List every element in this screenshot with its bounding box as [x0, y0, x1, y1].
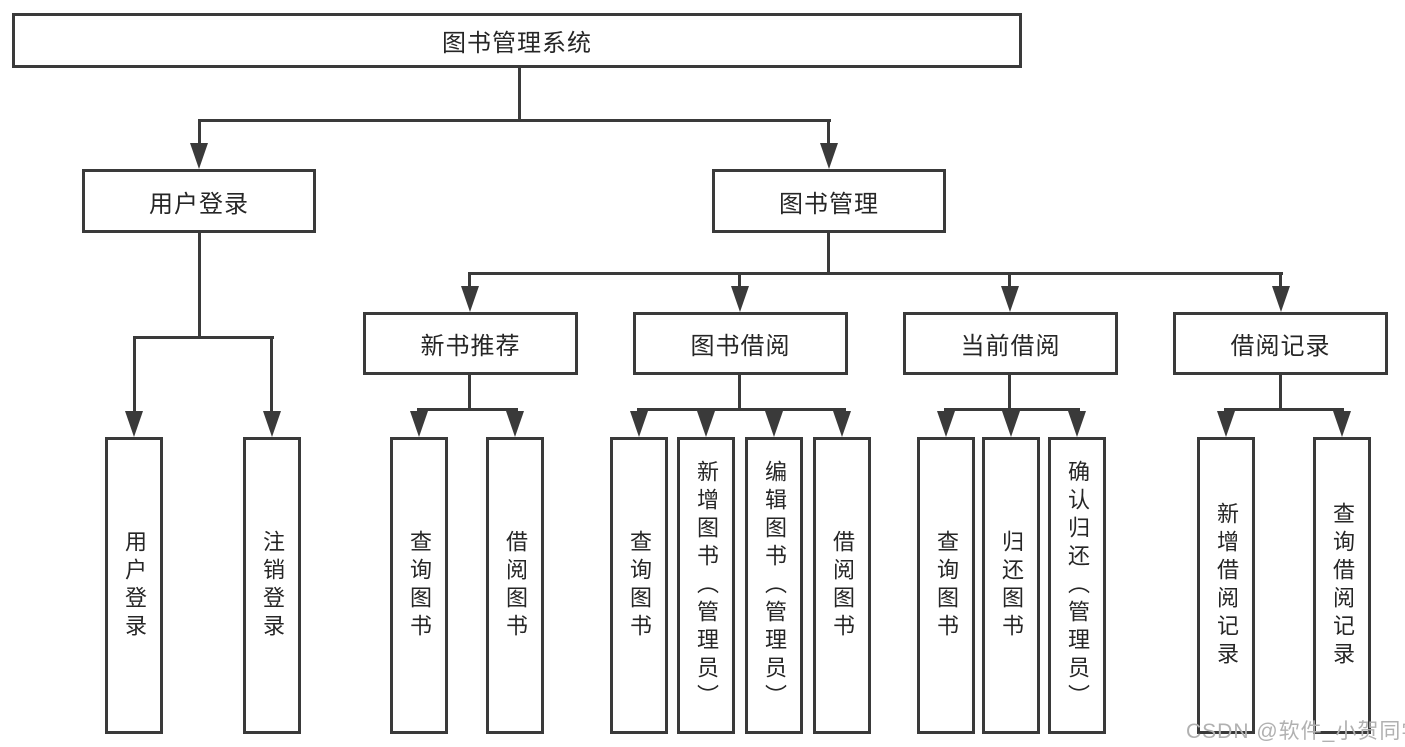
node-user-login-label: 用户登录: [149, 190, 249, 218]
arrowhead-down-icon: [263, 411, 281, 437]
arrowhead-down-icon: [1333, 411, 1351, 437]
node-root: 图书管理系统: [12, 13, 1022, 68]
node-book-borrow: 图书借阅: [633, 312, 848, 375]
line: [738, 373, 741, 411]
line: [518, 67, 521, 122]
arrowhead-down-icon: [1217, 411, 1235, 437]
leaf-newbooks-borrow-books: 借阅图书: [486, 437, 544, 734]
arrowhead-down-icon: [765, 411, 783, 437]
arrowhead-down-icon: [190, 143, 208, 169]
leaf-current-confirm-return-admin: 确认归还（管理员）: [1048, 437, 1106, 734]
arrowhead-down-icon: [506, 411, 524, 437]
arrowhead-down-icon: [833, 411, 851, 437]
arrowhead-down-icon: [630, 411, 648, 437]
node-user-login: 用户登录: [82, 169, 316, 233]
line: [944, 408, 1080, 411]
leaf-borrow-add-book-admin: 新增图书（管理员）: [677, 437, 735, 734]
line: [738, 272, 741, 289]
line: [1224, 408, 1344, 411]
node-new-book-recommend: 新书推荐: [363, 312, 578, 375]
arrowhead-down-icon: [1001, 286, 1019, 312]
line: [1008, 272, 1011, 289]
leaf-newbooks-query-books: 查询图书: [390, 437, 448, 734]
line: [270, 336, 273, 413]
line: [637, 408, 846, 411]
leaf-records-query-record-label: 查询借阅记录: [1330, 501, 1355, 670]
leaf-borrow-edit-book-admin: 编辑图书（管理员）: [745, 437, 803, 734]
line: [469, 272, 1283, 275]
leaf-borrow-borrow-books-label: 借阅图书: [830, 529, 855, 642]
leaf-borrow-query-books: 查询图书: [610, 437, 668, 734]
watermark-text: CSDN @软件_小贺同学: [1186, 720, 1405, 743]
leaf-records-query-record: 查询借阅记录: [1313, 437, 1371, 734]
node-book-management: 图书管理: [712, 169, 946, 233]
line: [417, 408, 518, 411]
line: [468, 373, 471, 411]
node-new-book-recommend-label: 新书推荐: [420, 333, 521, 360]
node-current-borrow-label: 当前借阅: [960, 333, 1061, 360]
arrowhead-down-icon: [731, 286, 749, 312]
leaf-records-add-record-label: 新增借阅记录: [1214, 501, 1239, 670]
arrowhead-down-icon: [1002, 411, 1020, 437]
line: [1008, 373, 1011, 411]
leaf-borrow-borrow-books: 借阅图书: [813, 437, 871, 734]
leaf-borrow-query-books-label: 查询图书: [627, 529, 652, 642]
leaf-current-confirm-return-admin-label: 确认归还（管理员）: [1065, 459, 1090, 712]
arrowhead-down-icon: [410, 411, 428, 437]
node-root-label: 图书管理系统: [442, 30, 592, 57]
arrowhead-down-icon: [1068, 411, 1086, 437]
arrowhead-down-icon: [937, 411, 955, 437]
line: [198, 231, 201, 339]
arrowhead-down-icon: [697, 411, 715, 437]
line: [827, 231, 830, 275]
leaf-newbooks-query-books-label: 查询图书: [407, 529, 432, 642]
line: [133, 336, 136, 413]
node-borrow-records: 借阅记录: [1173, 312, 1388, 375]
leaf-newbooks-borrow-books-label: 借阅图书: [503, 529, 528, 642]
node-book-management-label: 图书管理: [779, 190, 879, 218]
leaf-user-login: 用户登录: [105, 437, 163, 734]
leaf-borrow-add-book-admin-label: 新增图书（管理员）: [694, 459, 719, 712]
leaf-current-query-books-label: 查询图书: [934, 529, 959, 642]
leaf-current-query-books: 查询图书: [917, 437, 975, 734]
node-book-borrow-label: 图书借阅: [690, 333, 791, 360]
leaf-current-return-books: 归还图书: [982, 437, 1040, 734]
leaf-borrow-edit-book-admin-label: 编辑图书（管理员）: [762, 459, 787, 712]
arrowhead-down-icon: [125, 411, 143, 437]
leaf-logout-label: 注销登录: [260, 529, 285, 642]
line: [827, 119, 830, 146]
node-current-borrow: 当前借阅: [903, 312, 1118, 375]
line: [468, 272, 471, 289]
line: [1279, 373, 1282, 411]
line: [133, 336, 274, 339]
line: [198, 119, 201, 146]
leaf-logout: 注销登录: [243, 437, 301, 734]
arrowhead-down-icon: [461, 286, 479, 312]
arrowhead-down-icon: [820, 143, 838, 169]
leaf-user-login-label: 用户登录: [122, 529, 147, 642]
line: [198, 119, 831, 122]
leaf-records-add-record: 新增借阅记录: [1197, 437, 1255, 734]
node-borrow-records-label: 借阅记录: [1230, 333, 1331, 360]
arrowhead-down-icon: [1272, 286, 1290, 312]
leaf-current-return-books-label: 归还图书: [999, 529, 1024, 642]
line: [1279, 272, 1282, 289]
